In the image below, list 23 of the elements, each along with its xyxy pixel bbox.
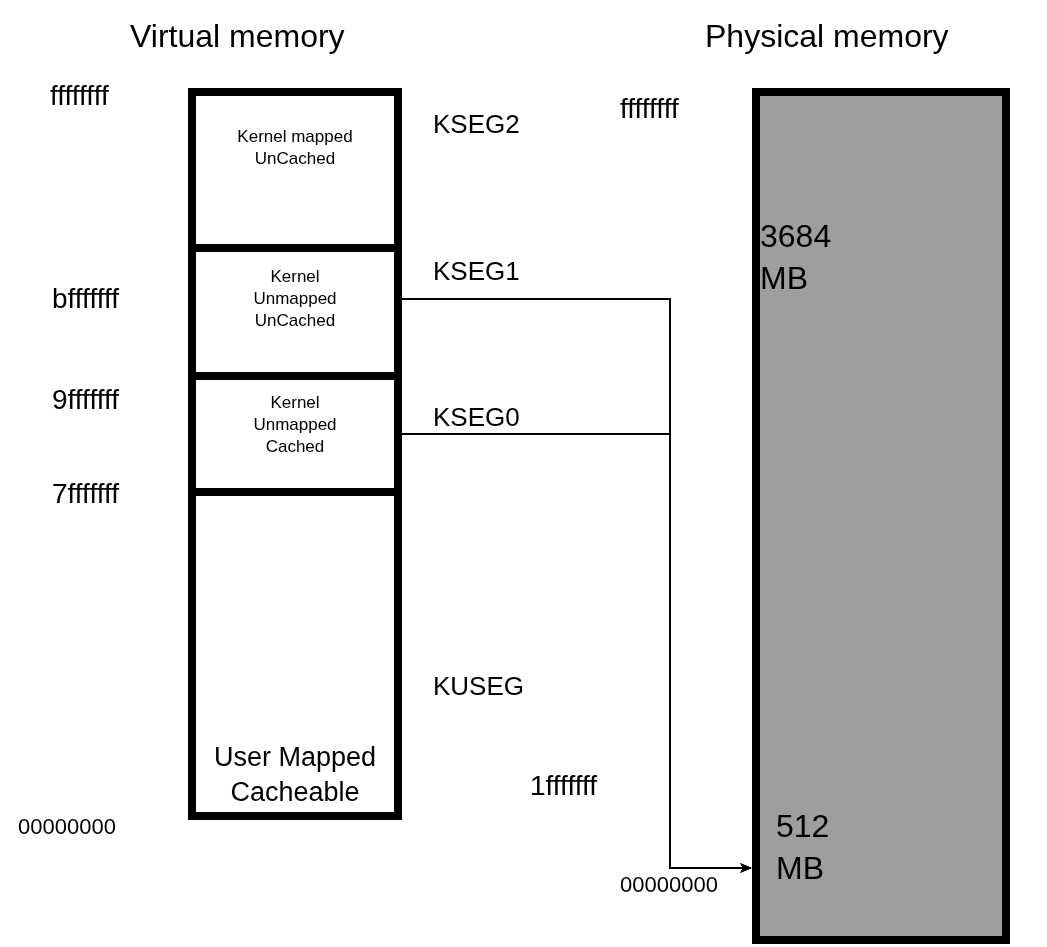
segment-name: KSEG0	[433, 403, 520, 433]
segment-name: KSEG2	[433, 110, 520, 140]
column-heading: Physical memory	[705, 18, 949, 55]
segment-description: User Mapped Cacheable	[212, 741, 378, 810]
address-label: 00000000	[620, 872, 718, 898]
segment-description: Kernel Unmapped Cached	[252, 392, 338, 459]
address-label: bfffffff	[52, 283, 119, 316]
physical-memory-region	[752, 88, 1010, 794]
physical-memory-region	[752, 792, 1010, 944]
region-size: 3684 MB	[760, 217, 833, 298]
address-label: ffffffff	[620, 93, 679, 126]
address-label: 00000000	[18, 814, 116, 840]
address-label: ffffffff	[50, 80, 109, 113]
address-label: 9fffffff	[52, 384, 119, 417]
arrow	[401, 433, 752, 873]
segment-name: KUSEG	[433, 672, 525, 702]
segment-description: Kernel Unmapped UnCached	[252, 266, 338, 333]
region-size: 512 MB	[776, 807, 831, 888]
address-label: 1fffffff	[530, 770, 597, 803]
segment-name: KSEG1	[433, 257, 520, 287]
column-heading: Virtual memory	[130, 18, 345, 55]
address-label: 7fffffff	[52, 478, 119, 511]
segment-description: Kernel mapped UnCached	[236, 126, 354, 171]
